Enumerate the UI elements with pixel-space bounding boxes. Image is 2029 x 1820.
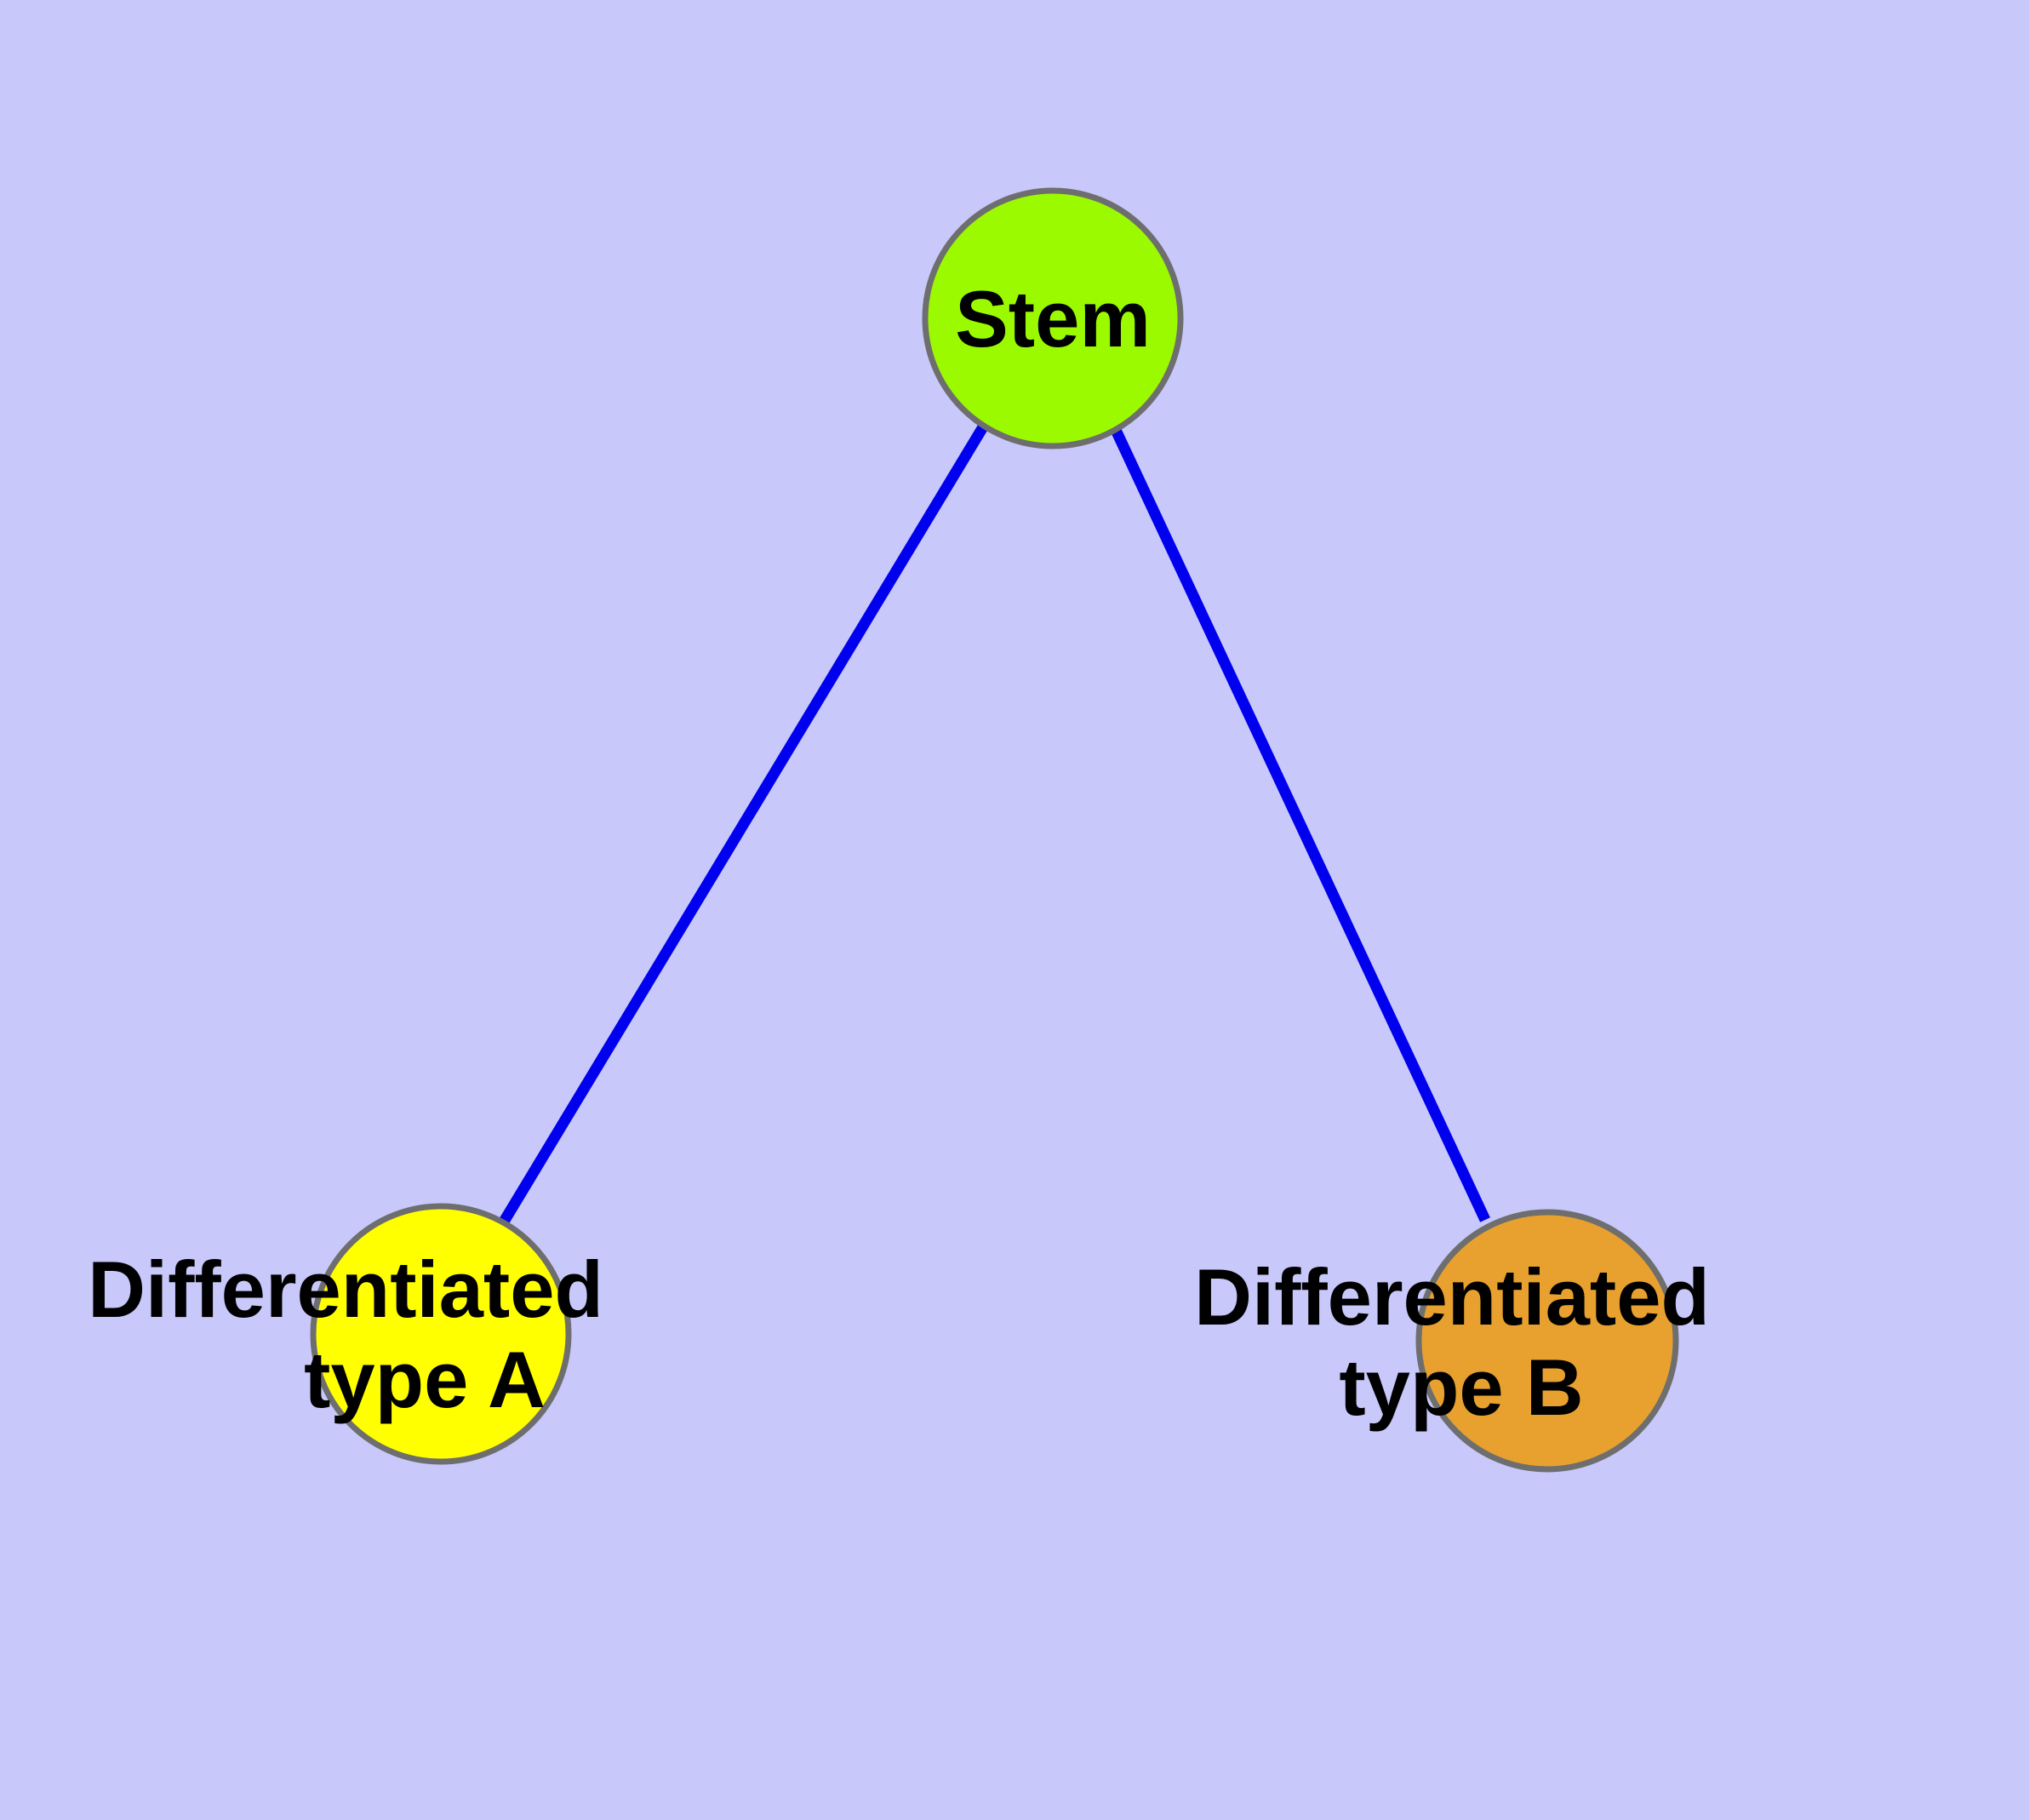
node-stem-circle[interactable] — [922, 187, 1184, 449]
node-differentiated-type-b-circle[interactable] — [1415, 1209, 1679, 1473]
node-differentiated-type-a[interactable]: Differentiated type A — [88, 1203, 603, 1465]
edge-group — [499, 422, 1490, 1225]
node-differentiated-type-a-circle[interactable] — [310, 1203, 572, 1465]
edge-stem-to-differentiated-type-a[interactable] — [499, 422, 989, 1225]
node-differentiated-type-b-label-line2: type B — [1339, 1342, 1583, 1432]
node-differentiated-type-b-label-line1: Differentiated — [1194, 1252, 1710, 1342]
node-differentiated-type-a-label-line2: type A — [304, 1335, 546, 1424]
node-differentiated-type-b[interactable]: Differentiated type B — [1194, 1209, 1710, 1473]
node-differentiated-type-a-label-line1: Differentiated — [88, 1245, 603, 1334]
edge-stem-to-differentiated-type-b[interactable] — [1110, 426, 1490, 1222]
node-stem[interactable]: Stem — [922, 187, 1184, 449]
node-stem-label: Stem — [955, 274, 1151, 363]
